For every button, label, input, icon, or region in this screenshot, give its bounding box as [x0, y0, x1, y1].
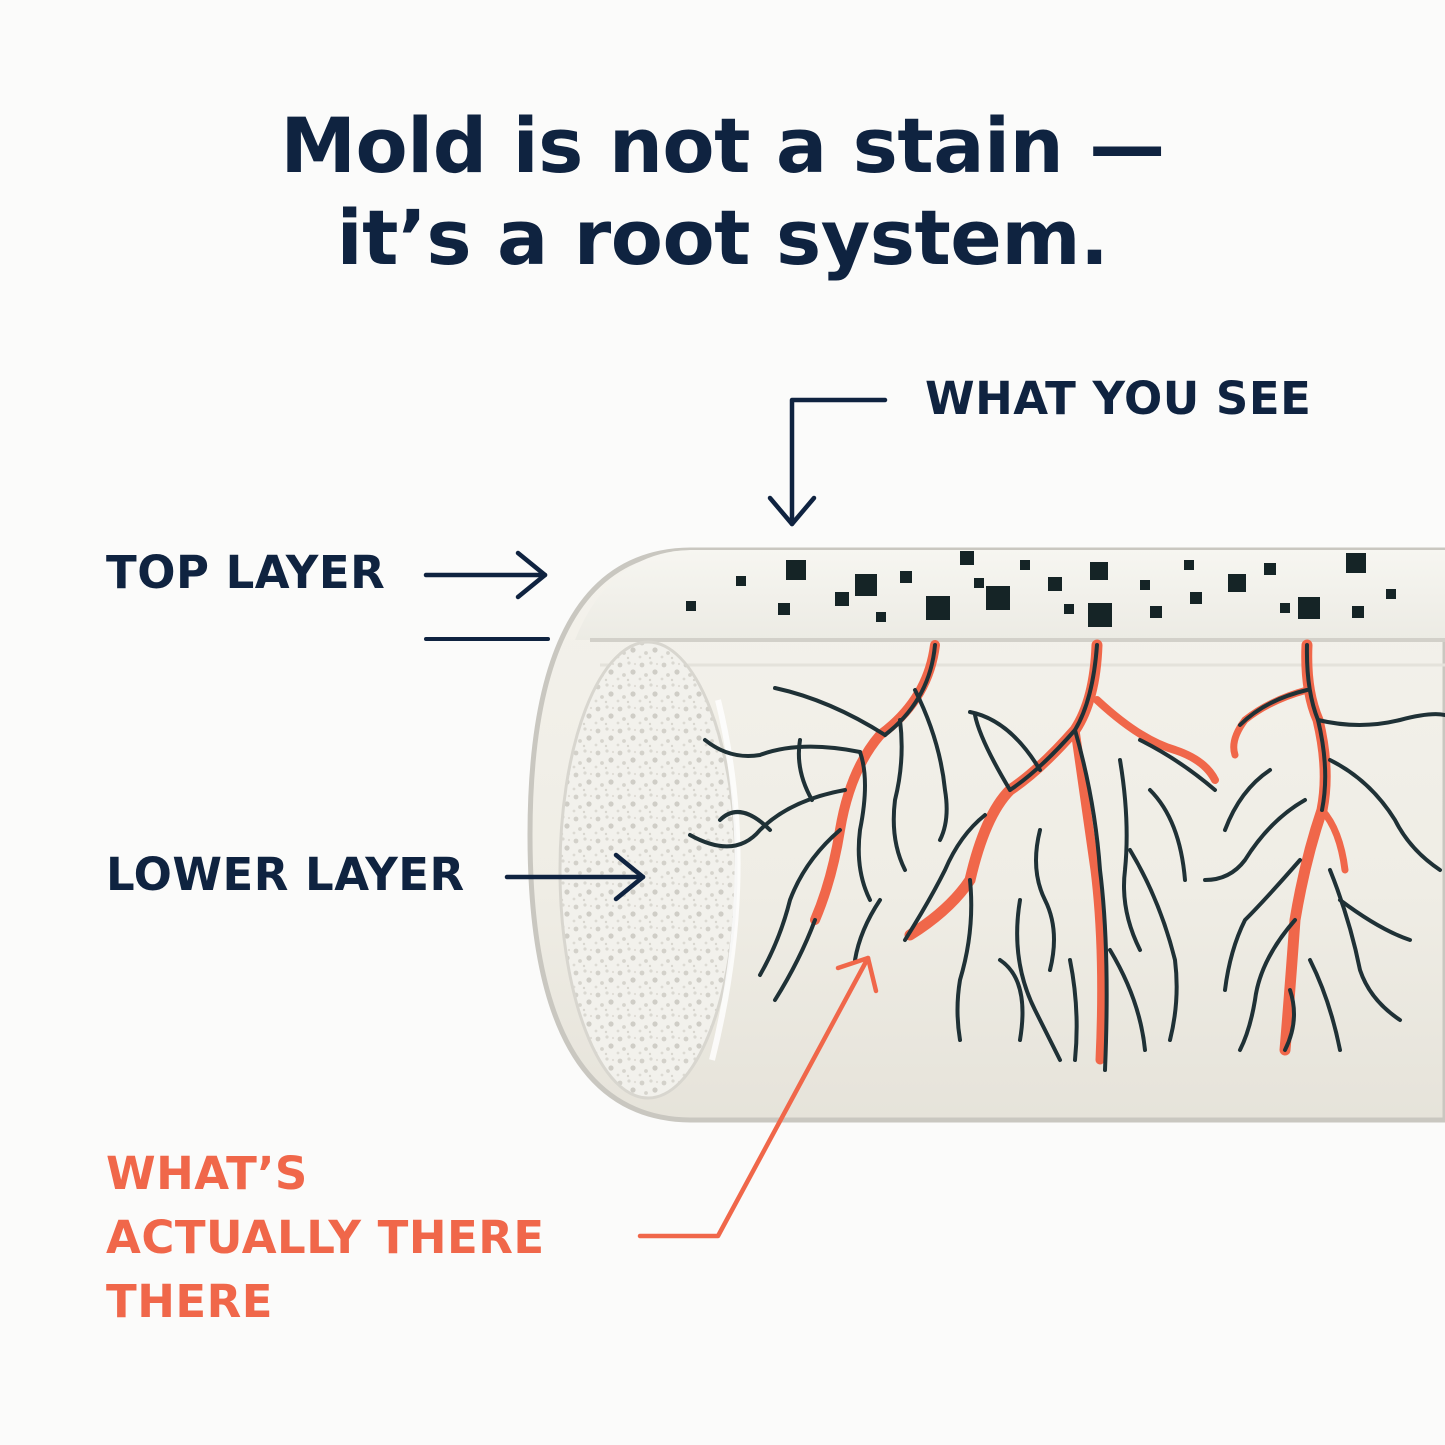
page-title: Mold is not a stain — it’s a root system… [0, 100, 1445, 284]
lower-layer-label: LOWER LAYER [106, 848, 465, 901]
whats-actually-there-label: WHAT’S ACTUALLY THERE THERE [106, 1142, 545, 1334]
top-layer-label: TOP LAYER [106, 546, 386, 599]
top-layer-arrow [423, 550, 548, 600]
title-line-2: it’s a root system. [336, 193, 1109, 282]
what-you-see-label: WHAT YOU SEE [925, 372, 1312, 425]
root-system-3 [1203, 639, 1445, 1056]
whats-actually-there-arrow [637, 955, 879, 1239]
what-you-see-arrow [767, 397, 888, 527]
mold-roots [688, 639, 1445, 1072]
lower-layer-arrow [504, 852, 646, 902]
root-system-2 [903, 639, 1219, 1072]
whats-actually-line-2: ACTUALLY THERE [106, 1211, 545, 1264]
porous-cross-section [558, 640, 738, 1100]
root-system-1 [688, 640, 949, 1002]
mold-spores [686, 551, 1396, 627]
whats-actually-line-1: WHAT’S [106, 1147, 308, 1200]
title-line-1: Mold is not a stain — [280, 101, 1165, 190]
whats-actually-line-3: THERE [106, 1275, 273, 1328]
